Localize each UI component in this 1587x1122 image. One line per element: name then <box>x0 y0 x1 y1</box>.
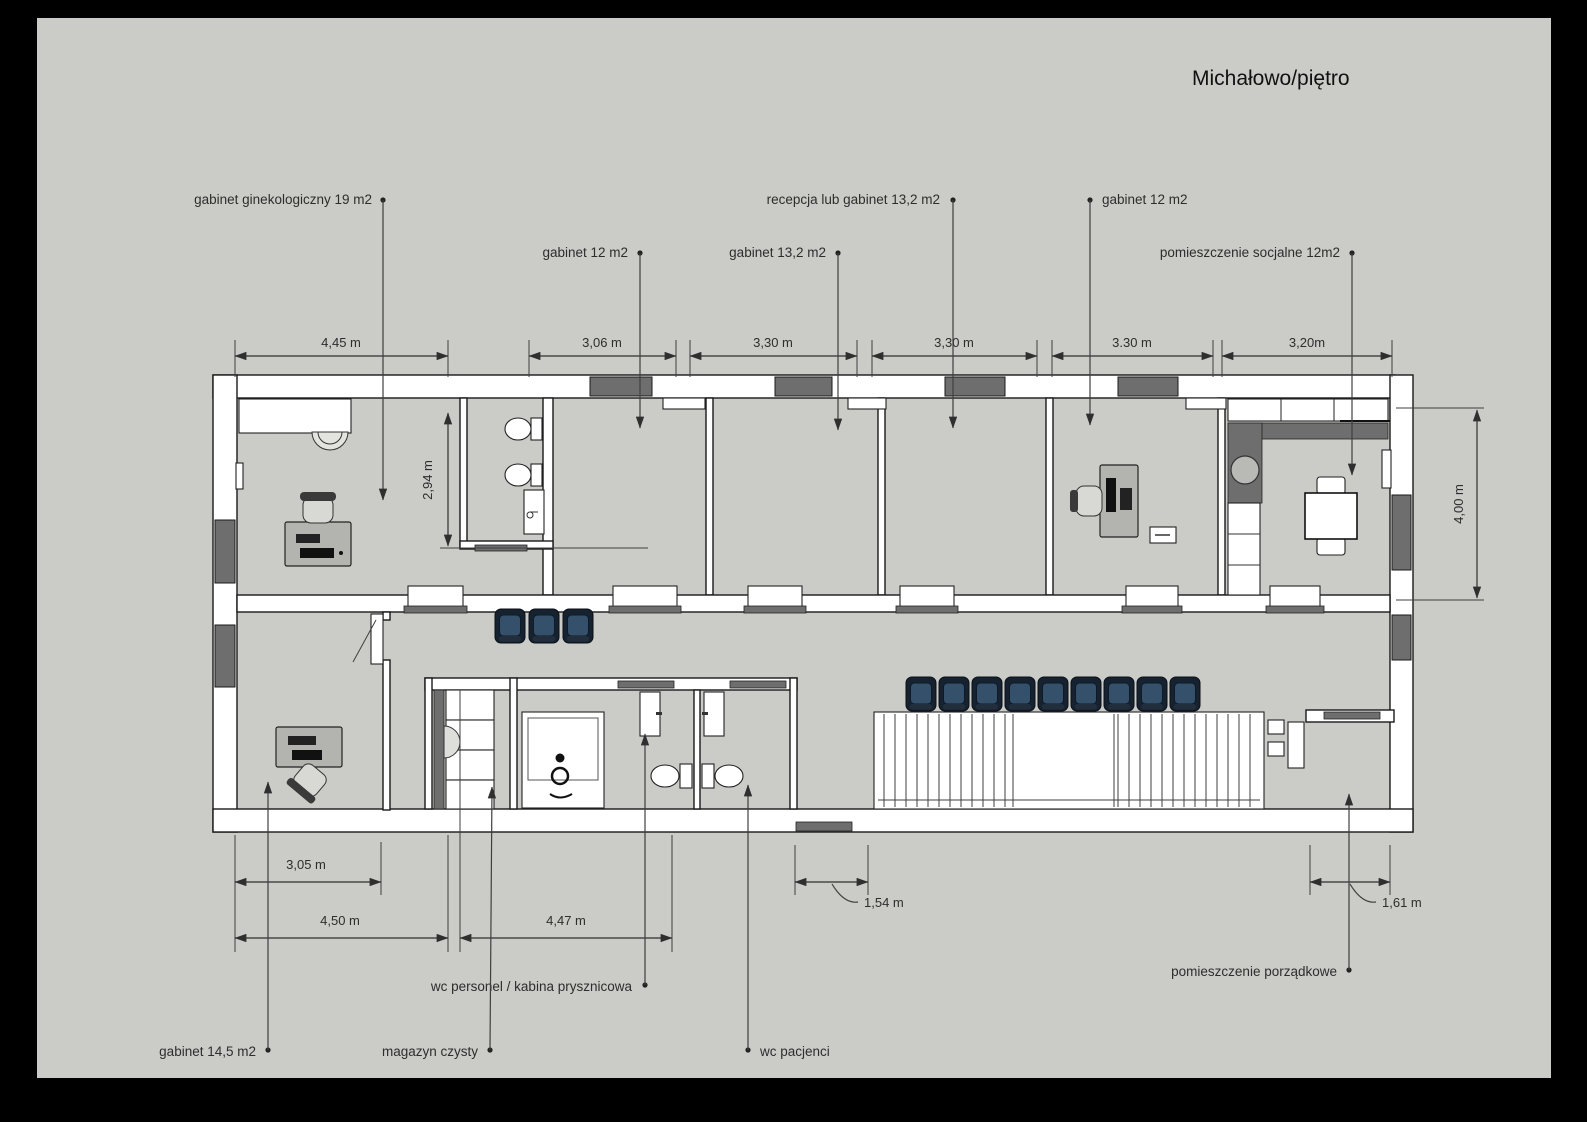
dim-vertical-right: 4,00 m <box>1451 484 1466 524</box>
wall-bottom <box>212 808 1414 833</box>
corridor-wall <box>236 585 1391 614</box>
dim-bottom-2: 4,50 m <box>320 913 360 928</box>
building-structure <box>212 374 1414 833</box>
waiting-chairs <box>905 676 1201 712</box>
page-title: Michałowo/piętro <box>1192 67 1350 90</box>
room-label-gabinet13-2: gabinet 13,2 m2 <box>729 245 826 260</box>
dim-bottom-1: 3,05 m <box>286 857 326 872</box>
room-label-porzadkowe: pomieszczenie porządkowe <box>1171 964 1337 979</box>
shower-and-wc <box>521 691 744 809</box>
dimensions-vertical: 2,94 m 4,00 m <box>420 407 1484 601</box>
dim-bottom-4: 1,54 m <box>864 895 904 910</box>
wc-upper-fixtures <box>504 417 545 535</box>
room-label-gabinet12-left: gabinet 12 m2 <box>542 245 628 260</box>
dim-top-5: 3.30 m <box>1112 335 1152 350</box>
corridor-chairs <box>494 608 594 644</box>
wall-left <box>212 374 238 833</box>
room-label-wc-pacjenci: wc pacjenci <box>759 1044 830 1059</box>
room-gabinet145-furniture <box>275 613 384 804</box>
dimensions-top: 4,45 m 3,06 m 3,30 m 3,30 m 3.30 m 3,20m <box>234 335 1393 377</box>
room-gabinet12-right-furniture <box>1070 464 1177 544</box>
dim-vertical-left: 2,94 m <box>420 460 435 500</box>
dim-bottom-5: 1,61 m <box>1382 895 1422 910</box>
wall-right <box>1389 374 1414 833</box>
room-label-wc-personel: wc personel / kabina prysznicowa <box>430 979 633 994</box>
dim-top-4: 3,30 m <box>934 335 974 350</box>
dim-top-6: 3,20m <box>1289 335 1325 350</box>
room-socjalne-furniture <box>1227 398 1390 596</box>
room-label-magazyn: magazyn czysty <box>382 1044 478 1059</box>
wall-niches <box>235 397 1392 490</box>
room-label-gabinet14-5: gabinet 14,5 m2 <box>159 1044 256 1059</box>
room-ginekologiczny-furniture <box>238 398 352 567</box>
room-label-socjalne: pomieszczenie socjalne 12m2 <box>1160 245 1340 260</box>
dim-bottom-3: 4,47 m <box>546 913 586 928</box>
dim-top-1: 4,45 m <box>321 335 361 350</box>
dimensions-bottom: 3,05 m 4,50 m 4,47 m 1,54 m 1,61 m <box>234 690 1422 952</box>
room-label-gabinet12-right: gabinet 12 m2 <box>1102 192 1188 207</box>
room-labels: gabinet ginekologiczny 19 m2 gabinet 12 … <box>159 192 1357 1059</box>
dim-top-3: 3,30 m <box>753 335 793 350</box>
room-label-ginekologiczny: gabinet ginekologiczny 19 m2 <box>194 192 372 207</box>
interior-walls-lower <box>382 611 1395 832</box>
magazyn-shelves <box>433 689 495 810</box>
room-label-recepcja: recepcja lub gabinet 13,2 m2 <box>767 192 940 207</box>
staircase <box>873 711 1305 810</box>
windows <box>214 376 1412 688</box>
dim-top-2: 3,06 m <box>582 335 622 350</box>
